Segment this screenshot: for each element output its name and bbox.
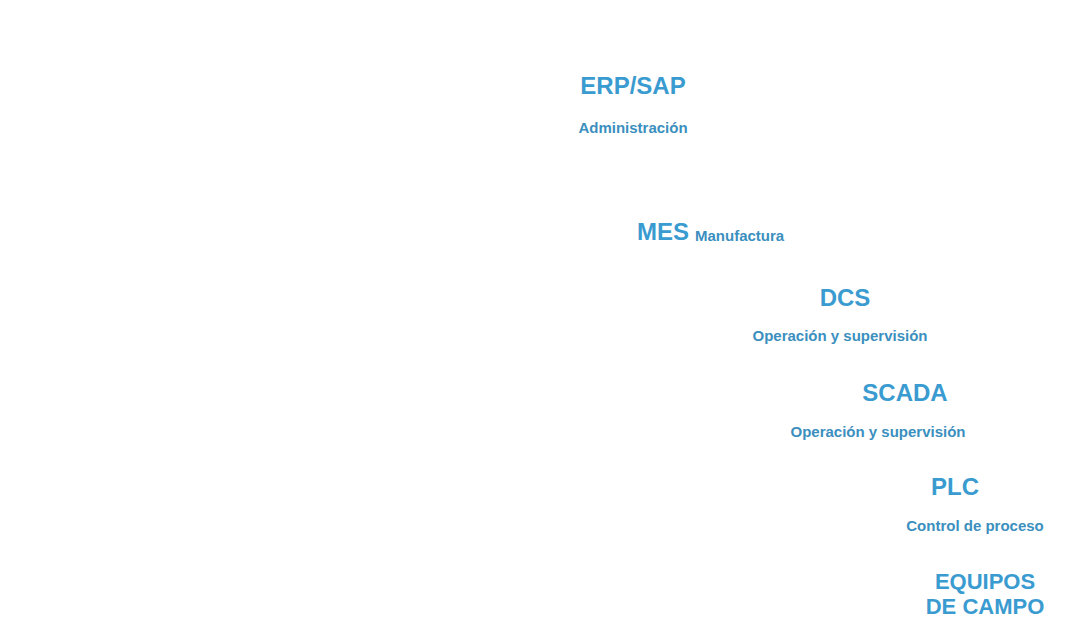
level-title: PLC	[931, 473, 979, 501]
computer-icon	[257, 378, 315, 426]
band-fill	[3, 450, 1062, 545]
pyramid-band: DCS Operación y supervisión	[3, 268, 1062, 355]
pyramid-band: EQUIPOS DE CAMPO	[3, 545, 1062, 641]
level-subtitle: Operación y supervisión	[752, 327, 927, 344]
computer-icon	[402, 378, 460, 426]
valve-icon	[210, 575, 240, 625]
pyramid-outline	[35, 8, 862, 642]
plc-icon	[306, 464, 354, 522]
level-subtitle: Control de proceso	[906, 517, 1044, 534]
flowmeter-icon	[462, 567, 502, 629]
level-subtitle: Operación y supervisión	[790, 423, 965, 440]
rack-icon	[533, 469, 579, 517]
pyramid-band: ERP/SAP Administración	[3, 3, 1062, 190]
label-text: PLC	[931, 473, 979, 501]
level-title: DCS	[820, 284, 871, 312]
flowmeter-icon	[300, 602, 320, 638]
level-subtitle: Manufactura	[695, 227, 784, 244]
label-text: Control de proceso	[906, 517, 1044, 534]
computer-icon	[377, 200, 435, 248]
label-text: EQUIPOS DE CAMPO	[923, 569, 1048, 620]
band-fill	[3, 190, 1062, 268]
label-text: MES	[637, 218, 689, 246]
band-separators	[40, 190, 1060, 545]
plc-icon	[201, 464, 249, 522]
label-text: Manufactura	[695, 227, 784, 244]
label-text: Operación y supervisión	[790, 423, 965, 440]
computer-icon	[470, 200, 528, 248]
level-title: ERP/SAP	[580, 72, 685, 100]
label-text: Administración	[578, 119, 687, 136]
level-subtitle: Administración	[578, 119, 687, 136]
plc-icon	[463, 471, 495, 523]
pyramid-band: PLC Control de proceso	[3, 450, 1062, 545]
laptop-icon	[411, 74, 483, 134]
label-text: DCS	[820, 284, 871, 312]
level-title: SCADA	[862, 379, 947, 407]
network-wires	[200, 136, 666, 620]
computer-icon	[470, 286, 528, 334]
band-fill	[3, 3, 1062, 190]
valve-icon	[372, 575, 402, 625]
band-fill	[3, 545, 1062, 641]
label-text: SCADA	[862, 379, 947, 407]
pyramid-band: SCADA Operación y supervisión	[3, 355, 1062, 450]
pyramid-band: MES Manufactura	[3, 190, 1062, 268]
label-text: ERP/SAP	[580, 72, 685, 100]
level-title: EQUIPOS DE CAMPO	[923, 569, 1048, 620]
computer-icon	[320, 286, 378, 334]
plc-icon	[371, 471, 403, 523]
label-text: Operación y supervisión	[752, 327, 927, 344]
transmitter-icon	[552, 598, 584, 634]
level-title: MES	[637, 218, 689, 246]
computer-icon	[547, 378, 605, 426]
